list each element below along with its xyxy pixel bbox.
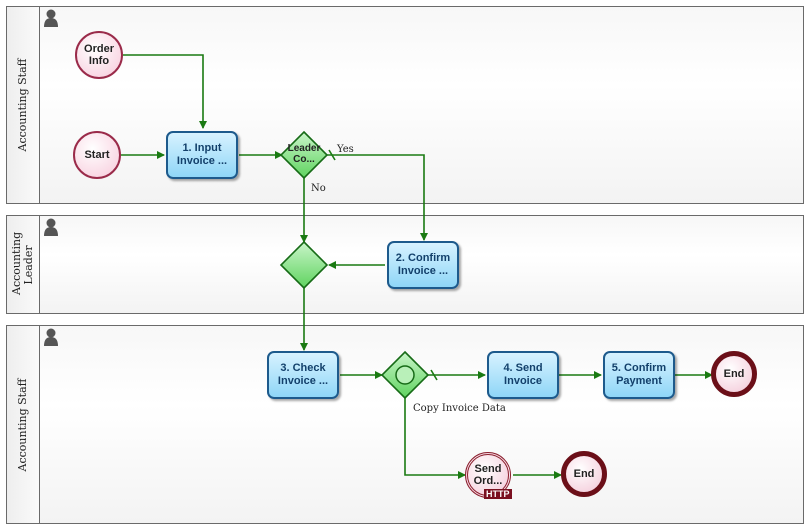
flow-gateway1-yes <box>326 154 428 241</box>
task-send-invoice[interactable]: 4. Send Invoice <box>487 351 559 399</box>
person-icon <box>44 218 58 236</box>
flow-label-copy: Copy Invoice Data <box>413 403 506 414</box>
gateway-leader-confirm[interactable] <box>279 130 329 180</box>
inclusive-circle-icon <box>395 365 415 385</box>
gateway-merge[interactable] <box>279 240 329 290</box>
task-label: 4. Send Invoice <box>503 362 543 387</box>
flow-orderinfo-to-task1 <box>123 54 207 129</box>
task-confirm-invoice[interactable]: 2. Confirm Invoice ... <box>387 241 459 289</box>
event-end-bottom[interactable]: End <box>561 451 607 497</box>
event-start[interactable]: Start <box>73 131 121 179</box>
lane-header: Accounting Staff <box>7 326 40 523</box>
task-label: 3. Check Invoice ... <box>277 362 329 387</box>
event-label: End <box>573 468 595 480</box>
http-badge-icon: HTTP <box>484 489 512 499</box>
task-label: 1. Input Invoice ... <box>176 142 228 167</box>
event-label: Send Ord... <box>473 463 503 487</box>
task-input-invoice[interactable]: 1. Input Invoice ... <box>166 131 238 179</box>
gateway-inclusive[interactable] <box>380 350 430 400</box>
condition-mark <box>328 149 336 161</box>
event-order-info[interactable]: Order Info <box>75 31 123 79</box>
person-icon <box>44 9 58 27</box>
task-confirm-payment[interactable]: 5. Confirm Payment <box>603 351 675 399</box>
flow-gateway3-to-sendorder <box>404 398 466 479</box>
person-icon <box>44 328 58 346</box>
flow-label-no: No <box>311 183 326 194</box>
flow-label-yes: Yes <box>337 144 354 155</box>
lane-header: Accounting Leader <box>7 216 40 313</box>
event-label: Start <box>84 149 110 161</box>
event-label: End <box>723 368 745 380</box>
condition-mark <box>430 369 438 381</box>
task-label: 5. Confirm Payment <box>611 362 667 387</box>
event-end-top[interactable]: End <box>711 351 757 397</box>
task-label: 2. Confirm Invoice ... <box>395 252 451 277</box>
lane-header: Accounting Staff <box>7 7 40 203</box>
task-check-invoice[interactable]: 3. Check Invoice ... <box>267 351 339 399</box>
event-label: Order Info <box>84 43 114 67</box>
lane-accounting-staff-top: Accounting Staff <box>6 6 804 204</box>
gateway-label: Leader Co... <box>287 143 321 165</box>
